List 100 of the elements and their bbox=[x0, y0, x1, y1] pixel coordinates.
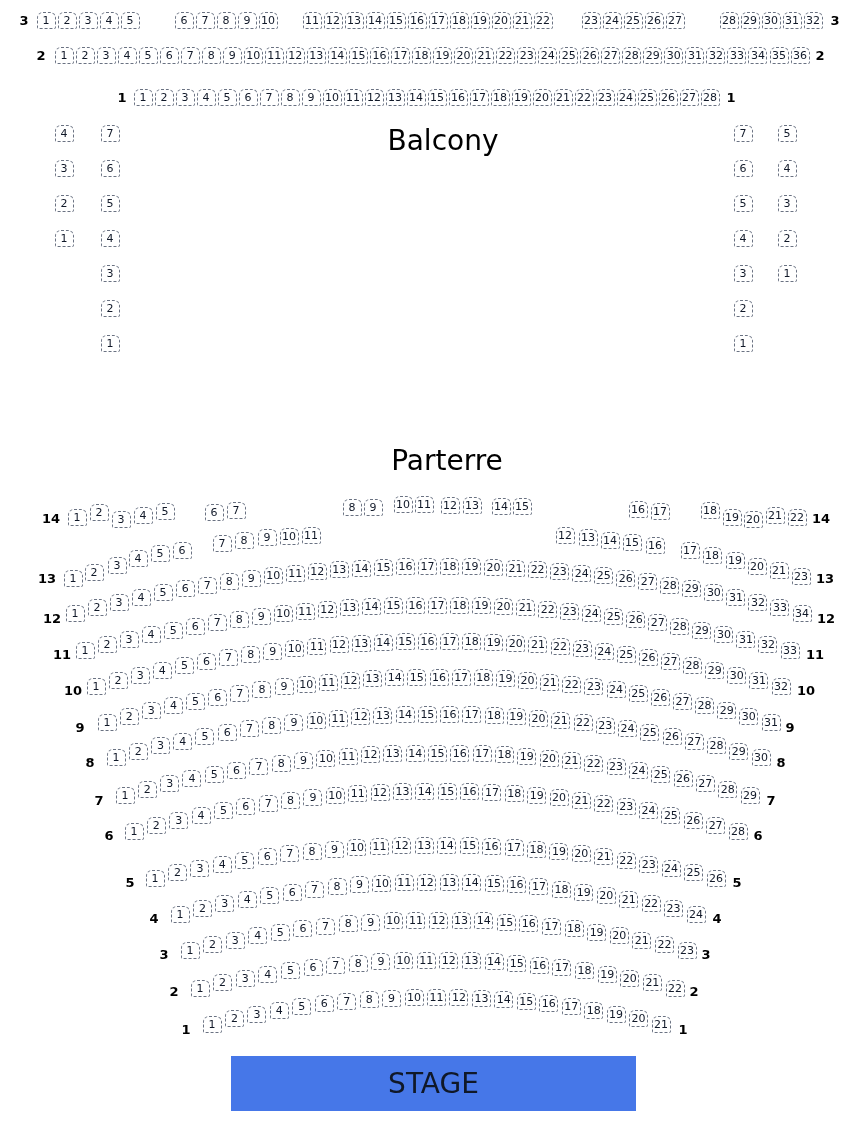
seat: 25 bbox=[594, 567, 614, 585]
seat: 17 bbox=[680, 541, 700, 559]
seat: 29 bbox=[682, 580, 702, 598]
row-number: 8 bbox=[776, 755, 786, 769]
seat: 11 bbox=[343, 88, 363, 106]
seat: 26 bbox=[662, 728, 682, 746]
seat: 26 bbox=[580, 46, 600, 64]
seat: 22 bbox=[496, 46, 516, 64]
seat: 15 bbox=[417, 705, 437, 723]
row-number: 2 bbox=[169, 984, 179, 998]
seat: 19 bbox=[470, 11, 490, 29]
seat: 13 bbox=[439, 873, 459, 891]
seat: 6 bbox=[236, 798, 256, 816]
seat: 19 bbox=[722, 508, 742, 526]
seat: 13 bbox=[351, 634, 371, 652]
seat: 12 bbox=[449, 988, 469, 1006]
seat: 3 bbox=[119, 630, 139, 648]
seat: 9 bbox=[251, 607, 271, 625]
seat: 5 bbox=[217, 88, 237, 106]
seat: 23 bbox=[581, 11, 601, 29]
seat: 11 bbox=[285, 564, 305, 582]
seat: 5 bbox=[260, 887, 280, 905]
seat: 3 bbox=[78, 11, 98, 29]
seat: 7 bbox=[258, 794, 278, 812]
seat: 10 bbox=[394, 952, 414, 970]
seat: 2 bbox=[192, 900, 212, 918]
seat: 5 bbox=[270, 923, 290, 941]
seat: 11 bbox=[416, 951, 436, 969]
seat: 29 bbox=[717, 702, 737, 720]
seat: 8 bbox=[271, 755, 291, 772]
seat: 25 bbox=[684, 864, 704, 882]
row-number: 2 bbox=[689, 984, 699, 998]
seat: 17 bbox=[650, 502, 670, 520]
seat: 14 bbox=[351, 559, 371, 577]
row-number: 5 bbox=[732, 875, 742, 889]
seat: 14 bbox=[405, 744, 425, 762]
seat: 14 bbox=[491, 497, 511, 515]
seat: 4 bbox=[131, 588, 151, 606]
seat: 32 bbox=[771, 677, 791, 695]
seat: 18 bbox=[473, 669, 493, 687]
seat: 28 bbox=[660, 576, 680, 594]
seat: 21 bbox=[769, 561, 789, 579]
seat: 19 bbox=[495, 670, 515, 688]
seat: 10 bbox=[372, 875, 392, 892]
seat: 25 bbox=[604, 607, 624, 625]
seat: 19 bbox=[462, 557, 482, 575]
seat: 6 bbox=[238, 88, 258, 106]
seat: 10 bbox=[316, 749, 336, 767]
seat: 18 bbox=[484, 706, 504, 724]
seat: 2 bbox=[777, 229, 797, 247]
seat: 12 bbox=[364, 88, 384, 106]
seat: 32 bbox=[706, 46, 726, 64]
seat: 22 bbox=[584, 755, 604, 772]
seat: 21 bbox=[594, 848, 614, 866]
seat: 24 bbox=[661, 859, 681, 877]
seat: 5 bbox=[733, 194, 753, 212]
seat: 7 bbox=[212, 534, 232, 552]
seat: 8 bbox=[216, 11, 236, 29]
seat: 7 bbox=[100, 124, 120, 142]
seat: 19 bbox=[606, 1005, 626, 1023]
seat: 21 bbox=[553, 88, 573, 106]
seat: 1 bbox=[67, 508, 87, 526]
seat: 10 bbox=[404, 988, 424, 1006]
seat: 19 bbox=[574, 883, 594, 901]
seat: 20 bbox=[596, 887, 616, 905]
seat: 17 bbox=[552, 959, 572, 977]
seat: 24 bbox=[628, 761, 648, 779]
seat: 4 bbox=[191, 806, 211, 824]
seat: 3 bbox=[107, 556, 127, 574]
seat: 12 bbox=[417, 873, 437, 891]
seat: 8 bbox=[338, 915, 358, 933]
seat: 30 bbox=[704, 584, 724, 602]
seat: 4 bbox=[196, 88, 216, 106]
seat: 27 bbox=[684, 732, 704, 750]
seat: 6 bbox=[293, 920, 313, 938]
seat: 6 bbox=[196, 653, 216, 671]
seat: 4 bbox=[777, 159, 797, 177]
seat: 3 bbox=[235, 969, 255, 987]
seat: 28 bbox=[719, 11, 739, 29]
seat: 5 bbox=[163, 621, 183, 639]
seat: 5 bbox=[186, 692, 206, 710]
seat: 27 bbox=[601, 46, 621, 64]
seat: 19 bbox=[725, 551, 745, 569]
seat: 22 bbox=[641, 895, 661, 913]
seat: 8 bbox=[342, 498, 362, 516]
seat: 1 bbox=[36, 11, 56, 29]
seat: 3 bbox=[225, 931, 245, 949]
stage: STAGE bbox=[231, 1056, 636, 1111]
seat: 26 bbox=[644, 11, 664, 29]
row-number: 6 bbox=[104, 828, 114, 842]
seat: 6 bbox=[175, 580, 195, 598]
seat: 15 bbox=[484, 875, 504, 892]
seat: 3 bbox=[150, 737, 170, 755]
row-number: 13 bbox=[815, 571, 835, 585]
seat: 24 bbox=[618, 720, 638, 738]
seat: 6 bbox=[208, 688, 228, 706]
seat: 18 bbox=[700, 501, 720, 519]
seat: 1 bbox=[190, 979, 210, 997]
seat: 10 bbox=[285, 640, 305, 658]
seat: 2 bbox=[167, 864, 187, 882]
